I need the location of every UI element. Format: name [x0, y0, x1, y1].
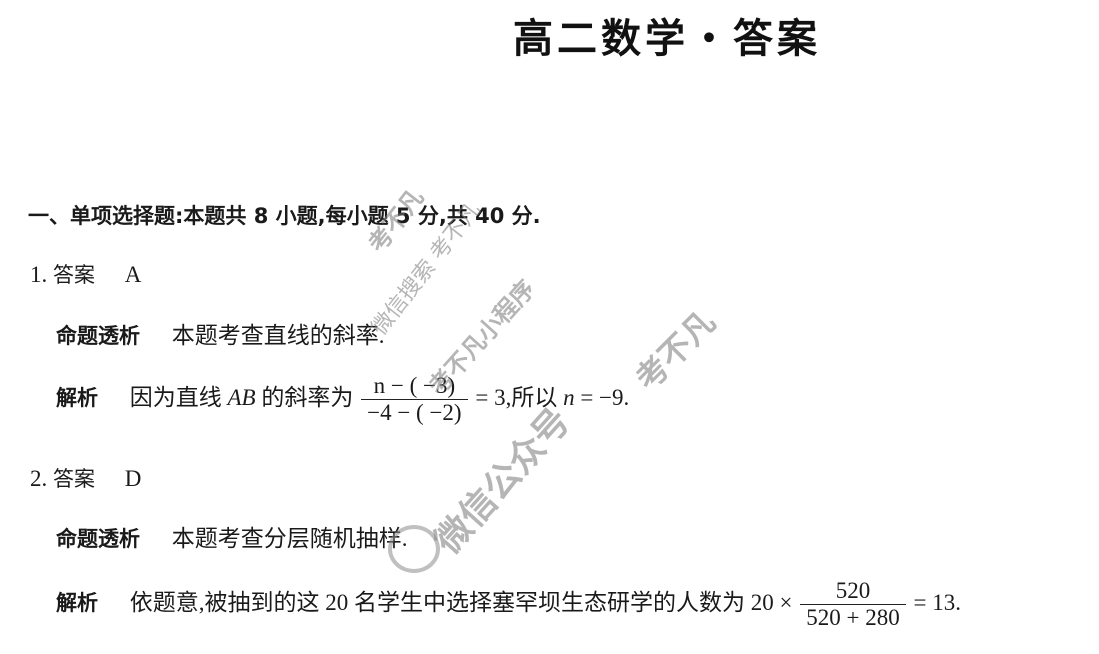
- section-heading: 一、单项选择题:本题共 8 小题,每小题 5 分,共 40 分.: [28, 204, 541, 228]
- q1-solution-prefix: 因为直线: [129, 384, 222, 410]
- q2-answer-row: 2. 答案 D: [30, 463, 141, 493]
- q2-analysis-row: 命题透析 本题考查分层随机抽样.: [56, 519, 408, 553]
- q1-solution-var: AB: [227, 384, 256, 410]
- q1-result-value: = −9.: [574, 384, 630, 410]
- q1-fraction-numerator: n − ( −3): [373, 373, 456, 398]
- q1-result-var: n: [563, 384, 575, 410]
- q2-solution-row: 解析 依题意,被抽到的这 20 名学生中选择塞罕坝生态研学的人数为 20 × 5…: [56, 578, 961, 631]
- q1-analysis-label: 命题透析: [56, 324, 140, 348]
- q1-analysis-row: 命题透析 本题考查直线的斜率.: [56, 316, 385, 350]
- q1-analysis-text: 本题考查直线的斜率.: [171, 323, 385, 348]
- q1-solution-label: 解析: [56, 385, 98, 410]
- q1-answer-label: 答案: [53, 263, 95, 287]
- q2-solution-label: 解析: [56, 590, 98, 615]
- q1-solution-suffix: = 3,所以: [475, 384, 558, 410]
- watermark-text: 考不凡: [627, 303, 723, 398]
- q1-fraction: n − ( −3) −4 − ( −2): [361, 373, 468, 426]
- q1-solution-row: 解析 因为直线 AB 的斜率为 n − ( −3) −4 − ( −2) = 3…: [56, 373, 629, 426]
- q2-solution-suffix: = 13.: [913, 589, 961, 615]
- q2-fraction: 520 520 + 280: [800, 578, 906, 631]
- q2-answer-value: D: [124, 466, 142, 491]
- q1-solution-mid: 的斜率为: [261, 384, 354, 410]
- q1-number: 1.: [30, 262, 48, 287]
- q2-analysis-text: 本题考查分层随机抽样.: [171, 526, 408, 551]
- q2-analysis-label: 命题透析: [56, 527, 140, 551]
- page-title: 高二数学・答案: [513, 16, 821, 62]
- q1-fraction-denominator: −4 − ( −2): [361, 399, 468, 426]
- q2-fraction-denominator: 520 + 280: [800, 604, 906, 631]
- q2-answer-label: 答案: [53, 467, 95, 491]
- q1-answer-row: 1. 答案 A: [30, 259, 141, 289]
- q2-solution-prefix: 依题意,被抽到的这 20 名学生中选择塞罕坝生态研学的人数为 20 ×: [129, 589, 793, 615]
- q1-answer-value: A: [124, 262, 142, 287]
- q2-number: 2.: [30, 466, 48, 491]
- q2-fraction-numerator: 520: [835, 578, 871, 603]
